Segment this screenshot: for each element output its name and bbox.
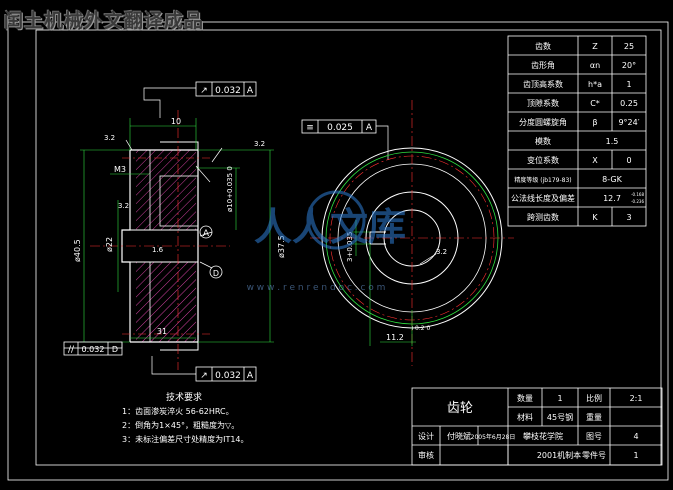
drawing-no: 4 bbox=[633, 432, 638, 441]
fcf-runout-bottom: ↗ 0.032 A bbox=[195, 366, 257, 382]
param-symbol: αn bbox=[590, 61, 600, 70]
parallel-value: 0.032 bbox=[82, 345, 105, 354]
review-label: 审核 bbox=[418, 450, 434, 460]
param-symbol: h*a bbox=[588, 80, 602, 89]
dim-m3: M3 bbox=[114, 165, 126, 174]
dim-dia-37: ø37.5 bbox=[277, 235, 286, 258]
param-value: 0.25 bbox=[620, 99, 638, 108]
param-value: 3 bbox=[626, 213, 631, 222]
param-name: 精度等级 (jb179-83) bbox=[514, 176, 571, 184]
param-symbol: X bbox=[592, 156, 598, 165]
param-value: 8-GK bbox=[602, 175, 622, 184]
watermark-title: 闰土机械外文翻译成品 bbox=[4, 10, 205, 32]
roughness-3-2-b: 3.2 bbox=[254, 140, 265, 148]
param-value: 25 bbox=[624, 42, 634, 51]
param-symbol: Z bbox=[592, 42, 598, 51]
param-name: 齿顶高系数 bbox=[523, 79, 563, 89]
watermark-url: w w w . r e n r e n d o c . c o m bbox=[247, 283, 386, 293]
symmetry-datum: A bbox=[366, 123, 373, 133]
symmetry-symbol: ≡ bbox=[306, 123, 314, 133]
section-view: A D 10 M3 31 ø40.5 ø22 ø37.5 ø10+0.035 0… bbox=[64, 87, 286, 375]
tolerance-lower: -0.236 bbox=[631, 199, 644, 204]
weight-label: 重量 bbox=[586, 412, 602, 422]
watermark-center-text: 人人文库 bbox=[254, 205, 406, 249]
roughness-1-6: 1.6 bbox=[152, 246, 164, 254]
dim-keyway: 3+0.035 bbox=[346, 232, 354, 262]
part-name: 齿轮 bbox=[447, 401, 473, 416]
fcf-parallel: // 0.032 D bbox=[63, 341, 123, 356]
part-no-label: 零件号 bbox=[582, 450, 606, 460]
datum-a-label: A bbox=[203, 229, 210, 239]
parallel-symbol: // bbox=[68, 345, 75, 355]
runout-symbol-top: ↗ bbox=[200, 86, 208, 96]
runout-top-value: 0.032 bbox=[215, 86, 241, 96]
param-name: 齿形角 bbox=[531, 60, 555, 70]
inner-frame bbox=[35, 29, 662, 466]
tolerance-upper: -0.168 bbox=[631, 192, 644, 197]
roughness-end-view: 3.2 bbox=[436, 248, 447, 256]
param-name: 分度圆螺旋角 bbox=[519, 117, 567, 127]
param-value: 12.7 bbox=[603, 194, 621, 203]
designer: 付晓斌 bbox=[447, 431, 471, 441]
symmetry-value: 0.025 bbox=[327, 123, 353, 133]
tech-req-item-1: 1：齿面渗炭淬火 56-62HRC。 bbox=[122, 406, 234, 416]
param-name: 跨测齿数 bbox=[527, 212, 559, 222]
design-date: 2005年6月28日 bbox=[471, 433, 516, 441]
dim-hub-11-2: 11.2 bbox=[386, 333, 404, 342]
param-name: 变位系数 bbox=[527, 155, 559, 165]
param-name: 齿数 bbox=[535, 41, 551, 51]
dim-dia-40: ø40.5 bbox=[73, 239, 82, 262]
tech-req-item-3: 3：未标注偏差尺寸处精度为IT14。 bbox=[122, 434, 249, 444]
scale-label: 比例 bbox=[586, 393, 602, 403]
param-symbol: β bbox=[592, 118, 597, 127]
dim-dia-10: ø10+0.035 0 bbox=[226, 166, 234, 212]
param-value: 20° bbox=[622, 61, 636, 70]
school: 攀枝花学院 bbox=[523, 431, 563, 441]
class-label: 2001机制本 bbox=[537, 450, 581, 460]
end-view: 3+0.035 11.2 +0.2 0 3.2 bbox=[310, 100, 514, 366]
runout-top-datum: A bbox=[247, 86, 254, 96]
param-name: 公法线长度及偏差 bbox=[511, 193, 575, 203]
fcf-symmetry: ≡ 0.025 A bbox=[301, 119, 389, 160]
design-label: 设计 bbox=[418, 431, 434, 441]
param-symbol: K bbox=[592, 213, 598, 222]
outer-frame bbox=[7, 21, 669, 481]
tech-req-item-2: 2：倒角为1×45°，粗糙度为▽。 bbox=[122, 420, 239, 430]
param-table: 齿数 Z 25 齿形角 αn 20° 齿顶高系数 h*a 1 顶隙系数 C* 0.25 分度圆螺旋角 β 9… bbox=[507, 35, 647, 227]
dim-dia-22: ø22 bbox=[105, 237, 114, 252]
fcf-runout-top: ↗ 0.032 A bbox=[195, 81, 257, 97]
title-block bbox=[411, 387, 663, 466]
watermark-overlay: 人人文库 w w w . r e n r e n d o c . c o m bbox=[247, 190, 406, 293]
qty-label: 数量 bbox=[517, 393, 533, 403]
tech-requirements: 技术要求 1：齿面渗炭淬火 56-62HRC。 2：倒角为1×45°，粗糙度为▽… bbox=[122, 391, 249, 444]
param-value: 1.5 bbox=[606, 137, 619, 146]
material-value: 45号钢 bbox=[547, 412, 573, 422]
datum-d-label: D bbox=[213, 269, 219, 278]
param-value: 1 bbox=[626, 80, 631, 89]
material-label: 材料 bbox=[517, 412, 533, 422]
param-name: 顶隙系数 bbox=[527, 98, 559, 108]
qty-value: 1 bbox=[557, 394, 562, 403]
dim-width-10: 10 bbox=[171, 117, 181, 126]
tech-req-title: 技术要求 bbox=[166, 391, 202, 403]
runout-bottom-datum: A bbox=[247, 371, 254, 381]
roughness-3-2-c: 3.2 bbox=[118, 202, 129, 210]
scale-value: 2:1 bbox=[630, 394, 643, 403]
dim-width-31: 31 bbox=[157, 327, 167, 336]
param-value: 9°24′ bbox=[618, 118, 639, 127]
dim-hub-tol: +0.2 0 bbox=[410, 325, 430, 332]
roughness-3-2-a: 3.2 bbox=[104, 134, 115, 142]
title-block-text: 齿轮 数量 1 比例 2:1 材料 45号钢 重量 设计 付晓斌 2005年6月… bbox=[418, 393, 642, 460]
runout-symbol-bottom: ↗ bbox=[200, 371, 208, 381]
datum-a-circle bbox=[199, 225, 213, 239]
param-name: 模数 bbox=[535, 136, 551, 146]
drawing-no-label: 图号 bbox=[586, 432, 602, 441]
datum-d-circle bbox=[209, 265, 223, 279]
parallel-datum: D bbox=[112, 345, 118, 354]
param-value: 0 bbox=[626, 156, 631, 165]
runout-bottom-value: 0.032 bbox=[215, 371, 241, 381]
param-symbol: C* bbox=[590, 99, 600, 108]
part-no: 1 bbox=[633, 451, 638, 460]
